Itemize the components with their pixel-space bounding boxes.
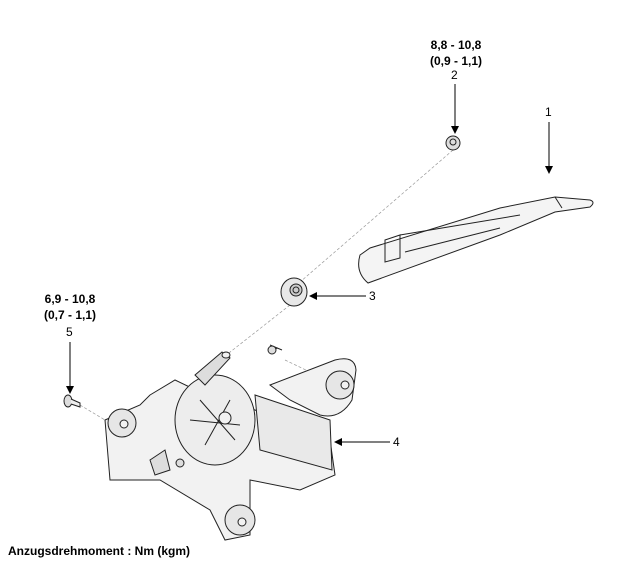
callout-5: 5: [66, 325, 73, 339]
torque-kgm-part2: (0,9 - 1,1): [429, 54, 483, 68]
nut-2: [445, 135, 461, 151]
bolt-5: [63, 394, 81, 408]
torque-kgm-part5: (0,7 - 1,1): [43, 308, 97, 322]
callout-1: 1: [545, 105, 552, 119]
callout-3: 3: [369, 289, 376, 303]
wiper-arm: [358, 196, 594, 284]
wiper-motor: [104, 344, 357, 541]
callout-4: 4: [393, 435, 400, 449]
cap-nut-3: [280, 277, 308, 307]
torque-nm-part2: 8,8 - 10,8: [430, 38, 482, 52]
torque-nm-part5: 6,9 - 10,8: [44, 292, 96, 306]
torque-unit-caption: Anzugsdrehmoment : Nm (kgm): [8, 544, 191, 558]
callout-2: 2: [451, 68, 458, 82]
assembly-axis-line: [219, 149, 454, 361]
